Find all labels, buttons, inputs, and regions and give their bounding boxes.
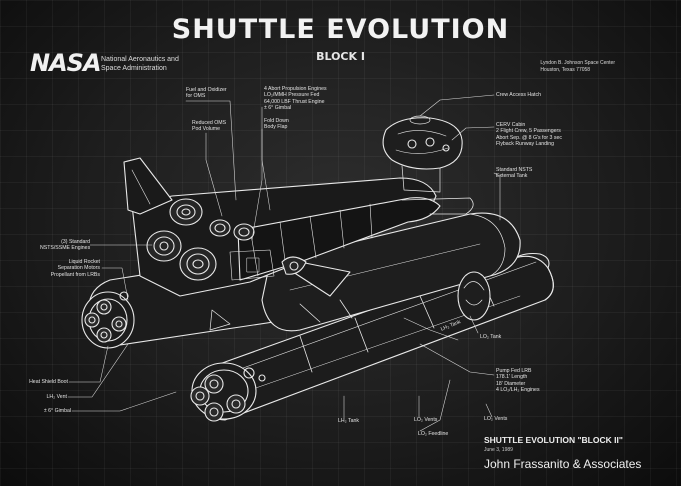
label-line: Standard NSTS (496, 167, 533, 173)
label-line: 4 LO₂/LH₂ Engines (496, 386, 540, 393)
footer-credit: John Frassanito & Associates (484, 457, 642, 471)
label-lo2-vents: LO₂ Vents (414, 417, 437, 423)
label-fold-down: Fold Down Body Flap (264, 118, 289, 131)
agency-name: National Aeronautics and Space Administr… (101, 55, 179, 73)
label-line: NSTS/SSME Engines (40, 245, 91, 252)
label-lo2-feedline: LO₂ Feedline (418, 431, 448, 437)
label-line: Fold Down (264, 118, 289, 124)
label-line: LO₂ Feedline (418, 431, 449, 437)
center-line-2: Houston, Texas 77058 (540, 67, 591, 73)
label-line: 2 Flight Crew, 5 Passengers (496, 128, 561, 135)
label-cerv-cabin: CERV Cabin 2 Flight Crew, 5 Passengers A… (496, 122, 562, 147)
center-line-1: Lyndon B. Johnson Space Center (540, 60, 615, 66)
footer-date: June 3, 1989 (484, 447, 513, 453)
label-reduced-oms: Reduced OMS Pod Volume (192, 120, 226, 133)
label-line: Reduced OMS (192, 120, 227, 126)
vertical-tail (123, 157, 173, 215)
label-line: (3) Standard (61, 239, 90, 245)
orbiter-engines (146, 198, 255, 281)
label-standard-nsts: Standard NSTS External Tank (496, 167, 532, 180)
label-line: LO₂ Vents (484, 416, 508, 422)
label-line: CERV Cabin (496, 122, 526, 128)
label-line: 178.1' Length (496, 374, 528, 381)
label-line: Heat Shield Boot (29, 379, 68, 385)
structure (209, 256, 353, 331)
label-crew-hatch: Crew Access Hatch (496, 92, 541, 98)
label-line: Liquid Rocket (68, 259, 100, 265)
poster-title: SHUTTLE EVOLUTION (171, 14, 510, 45)
label-line: for OMS (186, 93, 206, 100)
label-line: LH₂ Vent (46, 394, 67, 400)
label-line: LO₂ Vents (414, 417, 438, 423)
nasa-logo: NASA (30, 49, 102, 77)
label-line: Body Flap (264, 124, 288, 131)
space-center-address: Lyndon B. Johnson Space Center Houston, … (540, 60, 615, 74)
label-line: Separation Motors (57, 265, 100, 272)
lower-booster-engines (190, 374, 246, 422)
poster-subtitle: BLOCK I (316, 50, 365, 63)
label-lh2-vent: LH₂ Vent (20, 394, 67, 400)
label-gimbal: ± 6° Gimbal (20, 408, 71, 414)
label-heat-shield: Heat Shield Boot (20, 379, 68, 385)
label-ssme: (3) Standard NSTS/SSME Engines (40, 239, 90, 252)
label-line: 64,000 LBF Thrust Engine (264, 98, 325, 105)
leader-lines (67, 94, 501, 432)
label-line: ± 6° Gimbal (43, 408, 71, 414)
label-line: ± 6° Gimbal (264, 104, 292, 111)
label-line: External Tank (496, 173, 528, 180)
label-line: LO₂/MMH Pressure Fed (264, 92, 320, 99)
label-fuel-oxidizer: Fuel and Oxidizer for OMS (186, 87, 227, 100)
label-line: 4 Abort Propulsion Engines (264, 86, 327, 92)
label-lo2-vents-right: LO₂ Vents (484, 416, 507, 422)
label-abort-engines: 4 Abort Propulsion Engines LO₂/MMH Press… (264, 86, 327, 111)
label-line: LO₂ Tank (480, 334, 502, 340)
agency-line-2: Space Administration (101, 65, 167, 72)
label-line: 18' Diameter (496, 380, 526, 387)
label-line: Pump Fed LRB (496, 368, 532, 374)
label-separation-motors: Liquid Rocket Separation Motors Propella… (40, 259, 100, 278)
label-line: Crew Access Hatch (496, 92, 541, 98)
label-lh2-tank-bottom: LH₂ Tank (338, 418, 359, 424)
label-line: Fuel and Oxidizer (186, 87, 227, 93)
label-line: Propellant from LRBs (50, 271, 100, 278)
label-line: LH₂ Tank (338, 418, 359, 424)
label-pump-fed-lrb: Pump Fed LRB 178.1' Length 18' Diameter … (496, 368, 540, 393)
label-line: Flyback Runway Landing (496, 140, 554, 147)
footer-title: SHUTTLE EVOLUTION "BLOCK II" (484, 435, 623, 445)
label-lo2-tank: LO₂ Tank (480, 334, 501, 340)
agency-line-1: National Aeronautics and (101, 56, 179, 63)
label-line: Abort Sep. @ 8 G's for 3 sec (496, 134, 562, 141)
external-tank (261, 212, 521, 332)
label-line: Pod Volume (192, 126, 220, 133)
